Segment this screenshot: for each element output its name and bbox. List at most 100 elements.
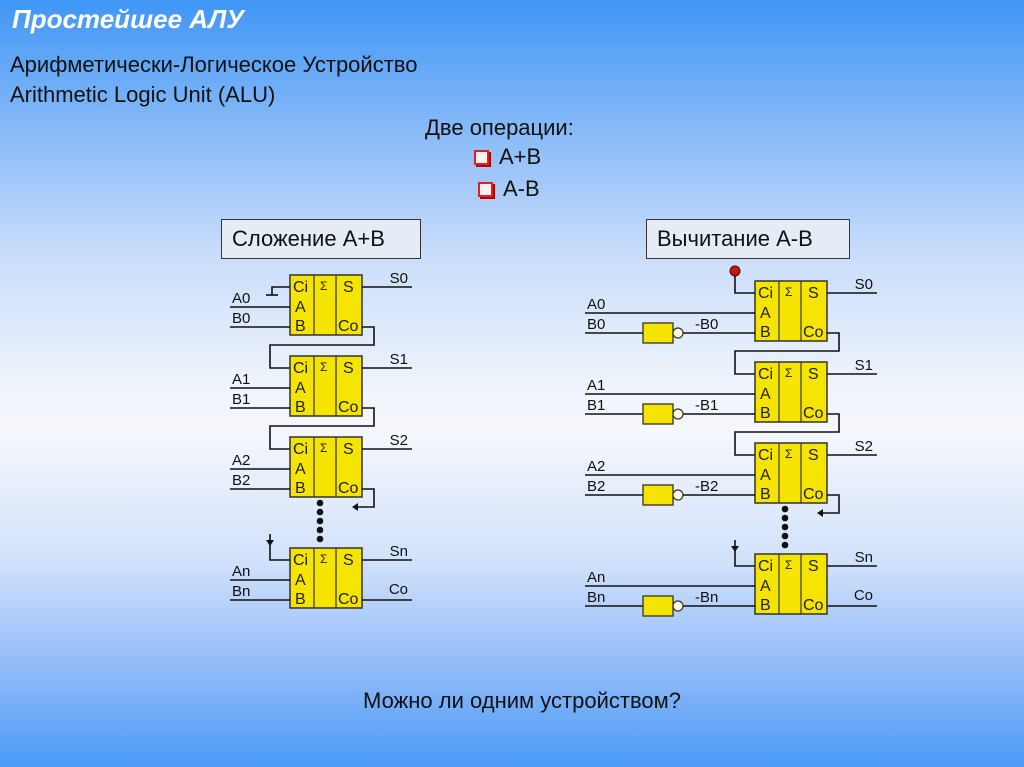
logic-one-icon	[729, 265, 741, 277]
pin-ci-label: Ci	[293, 441, 308, 458]
pin-s-label: S	[808, 285, 819, 302]
pin-s-label: S	[343, 552, 354, 569]
adder-body	[754, 553, 828, 615]
b-input-label: B1	[587, 397, 605, 414]
sum-output-label: S0	[855, 276, 873, 293]
ellipsis-dot	[316, 508, 324, 516]
operations-heading: Две операции:	[425, 115, 574, 140]
adder-body	[289, 436, 363, 498]
a-input-label: A2	[232, 452, 250, 469]
pin-b-label: B	[760, 405, 771, 422]
b-input-label: B0	[232, 310, 250, 327]
inverter-gate	[642, 595, 674, 617]
carry-out-label: Co	[854, 587, 873, 604]
pin-co-label: Co	[803, 486, 824, 503]
inverted-b-label: -B2	[695, 478, 718, 495]
pin-b-label: B	[295, 318, 306, 335]
slide-title: Простейшее АЛУ	[12, 4, 244, 34]
inverter-bubble	[672, 327, 684, 339]
a-input-label: An	[232, 563, 250, 580]
a-input-label: A1	[232, 371, 250, 388]
pin-ci-label: Ci	[758, 366, 773, 383]
ellipsis-dot	[781, 532, 789, 540]
sum-output-label: S2	[855, 438, 873, 455]
checkbox-bullet-icon	[474, 149, 489, 165]
a-input-label: An	[587, 569, 605, 586]
b-input-label: B1	[232, 391, 250, 408]
sum-output-label: S1	[390, 351, 408, 368]
carry-in-arrow-icon	[266, 540, 274, 546]
a-input-label: A0	[232, 290, 250, 307]
adder-body	[289, 547, 363, 609]
carry-in-arrow-icon	[731, 546, 739, 552]
checkbox-bullet-icon	[478, 181, 493, 197]
carry-wire	[269, 326, 375, 369]
carry-out-label: Co	[389, 581, 408, 598]
pin-co-label: Co	[338, 399, 359, 416]
sum-output-label: S1	[855, 357, 873, 374]
pin-ci-label: Ci	[293, 552, 308, 569]
adder-body	[754, 442, 828, 504]
sum-output-label: Sn	[390, 543, 408, 560]
pin-b-label: B	[760, 324, 771, 341]
pin-a-label: A	[760, 305, 771, 322]
pin-a-label: A	[760, 467, 771, 484]
pin-a-label: A	[295, 572, 306, 589]
pin-ci-label: Ci	[758, 285, 773, 302]
pin-co-label: Co	[803, 405, 824, 422]
carry-in-wire	[269, 534, 290, 561]
ellipsis-dot	[316, 526, 324, 534]
operation-item: A+B	[474, 144, 541, 170]
question-text: Можно ли одним устройством?	[363, 688, 681, 713]
ellipsis-dot	[781, 505, 789, 513]
pin-co-label: Co	[338, 318, 359, 335]
b-input-label: B2	[232, 472, 250, 489]
carry-in-wire	[734, 540, 755, 567]
b-input-label: Bn	[587, 589, 605, 606]
inverter-bubble	[672, 408, 684, 420]
inverter-gate	[642, 403, 674, 425]
sigma-label: Σ	[320, 360, 327, 374]
pin-a-label: A	[295, 461, 306, 478]
operation-label: A+B	[499, 144, 542, 169]
b-input-label: B0	[587, 316, 605, 333]
adder-body	[754, 361, 828, 423]
a-input-label: A1	[587, 377, 605, 394]
subtitle-en: Arithmetic Logic Unit (ALU)	[10, 82, 276, 107]
adder-body	[289, 274, 363, 336]
pin-a-label: A	[295, 380, 306, 397]
subtraction-label: Вычитание A-B	[646, 219, 850, 259]
sigma-label: Σ	[320, 552, 327, 566]
carry-wire	[356, 488, 375, 508]
pin-co-label: Co	[338, 591, 359, 608]
sigma-label: Σ	[785, 558, 792, 572]
pin-b-label: B	[295, 399, 306, 416]
pin-ci-label: Ci	[758, 558, 773, 575]
pin-b-label: B	[295, 480, 306, 497]
inverter-bubble	[672, 489, 684, 501]
carry-wire	[821, 494, 840, 514]
pin-ci-label: Ci	[293, 279, 308, 296]
pin-co-label: Co	[803, 597, 824, 614]
operation-label: A-B	[503, 176, 540, 201]
sigma-label: Σ	[785, 447, 792, 461]
carry-wire	[734, 332, 840, 375]
sigma-label: Σ	[785, 285, 792, 299]
pin-b-label: B	[760, 486, 771, 503]
ellipsis-dot	[781, 514, 789, 522]
carry-arrow-icon	[817, 509, 823, 517]
operation-item: A-B	[478, 176, 540, 202]
carry-arrow-icon	[352, 503, 358, 511]
inverter-gate	[642, 322, 674, 344]
carry-wire	[734, 413, 840, 456]
sum-output-label: S2	[390, 432, 408, 449]
carry-wire	[269, 407, 375, 450]
pin-co-label: Co	[338, 480, 359, 497]
pin-ci-label: Ci	[758, 447, 773, 464]
